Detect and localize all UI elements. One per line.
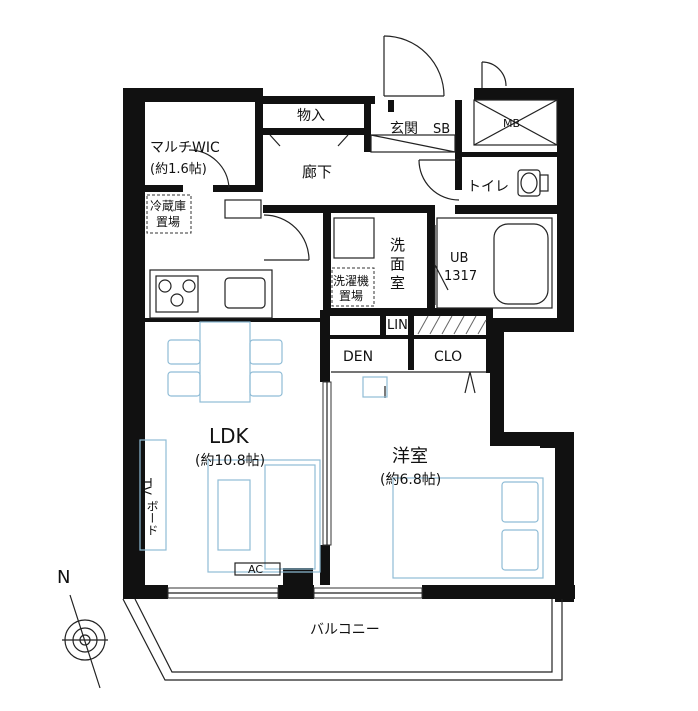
label-ldk: LDK (209, 424, 250, 448)
label-toilet: トイレ (467, 179, 509, 195)
label-washroom-2: 面 (390, 255, 405, 273)
label-mb: MB (503, 117, 520, 130)
clo-hatch (417, 315, 487, 335)
label-shoebox: SB (433, 122, 450, 137)
label-den: DEN (343, 349, 373, 365)
label-washer-1: 洗濯機 (333, 273, 369, 288)
windows (167, 381, 423, 599)
label-western-area: (約6.8帖) (380, 472, 441, 488)
label-washroom-1: 洗 (390, 236, 405, 254)
label-fridge-1: 冷蔵庫 (150, 199, 186, 213)
door-swings (188, 35, 507, 398)
fixtures (146, 99, 558, 373)
compass-north-label: N (57, 567, 70, 588)
label-clo: CLO (434, 349, 462, 365)
label-ub-1: UB (450, 251, 468, 266)
stove (155, 275, 199, 313)
label-ub-2: 1317 (444, 269, 477, 284)
label-ldk-area: (約10.8帖) (195, 453, 265, 469)
label-fridge-2: 置場 (156, 215, 180, 229)
label-tv-1: TV (138, 477, 153, 495)
label-tv-2: ボード (145, 500, 159, 536)
toilet-fixture (517, 169, 549, 197)
sink (224, 277, 266, 309)
label-entrance: 玄関 (390, 120, 418, 137)
label-wic-area: (約1.6帖) (150, 162, 207, 177)
label-storage: 物入 (297, 108, 325, 124)
label-hallway: 廊下 (302, 163, 332, 181)
label-lin: LIN (387, 318, 408, 333)
interior-partitions (123, 100, 565, 585)
label-washroom-3: 室 (390, 274, 405, 292)
label-ac: AC (248, 563, 263, 576)
outer-walls (123, 88, 575, 602)
compass: N (57, 567, 108, 689)
room-labels: マルチWIC (約1.6帖) 物入 玄関 SB MB 廊下 トイレ 冷蔵庫 置場… (138, 108, 521, 638)
label-western: 洋室 (392, 446, 428, 467)
label-balcony: バルコニー (310, 622, 380, 638)
furniture (139, 199, 544, 579)
balcony-outline (122, 598, 563, 681)
label-washer-2: 置場 (339, 289, 363, 303)
label-wic: マルチWIC (150, 140, 220, 156)
